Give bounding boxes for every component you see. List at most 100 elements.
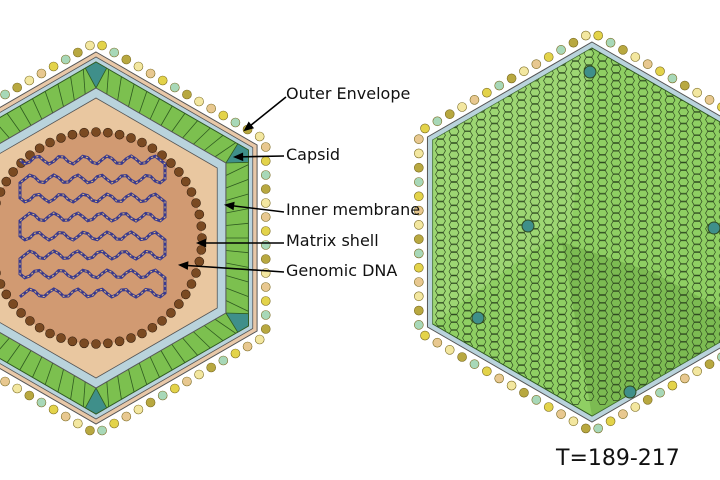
hexamer xyxy=(475,48,487,59)
hexamer xyxy=(516,169,527,179)
hexamer xyxy=(570,216,581,226)
hexamer xyxy=(462,302,473,312)
hexamer xyxy=(691,134,703,144)
hexamer xyxy=(489,122,500,133)
hexamer xyxy=(476,34,486,43)
hexamer xyxy=(691,290,703,300)
hexamer xyxy=(475,189,487,199)
hexamer xyxy=(705,387,716,398)
hexamer xyxy=(435,60,446,70)
hexamer xyxy=(556,79,568,90)
hexamer xyxy=(543,130,554,140)
hexamer xyxy=(583,118,595,129)
hexamer xyxy=(691,118,703,129)
pentamer xyxy=(623,385,637,399)
hexamer xyxy=(664,243,676,253)
hexamer xyxy=(516,247,527,257)
hexamer xyxy=(678,348,689,359)
hexamer xyxy=(395,221,405,230)
hexamer xyxy=(651,348,662,359)
capsomer-edge xyxy=(70,76,75,101)
capsomer-edge xyxy=(0,126,10,139)
glycoprotein xyxy=(618,45,628,55)
hexamer xyxy=(462,83,473,94)
hexamer xyxy=(691,64,703,74)
hexamer xyxy=(570,153,581,164)
capsomer-edge xyxy=(44,91,54,114)
hexamer xyxy=(637,266,649,277)
hexamer xyxy=(583,204,595,214)
matrix-bead xyxy=(34,143,45,154)
glycoprotein xyxy=(568,37,579,48)
hexamer xyxy=(529,150,541,160)
hexamer xyxy=(718,118,720,129)
hexamer xyxy=(664,329,676,339)
hexamer xyxy=(705,333,716,343)
hexamer xyxy=(462,286,473,296)
hexamer xyxy=(678,387,689,398)
hexamer xyxy=(597,114,608,125)
hexamer xyxy=(489,348,500,359)
hexamer xyxy=(435,224,446,234)
matrix-bead xyxy=(147,322,158,333)
hexamer xyxy=(475,235,487,246)
hexamer xyxy=(529,196,541,207)
glycoprotein xyxy=(667,73,678,84)
hexamer xyxy=(718,251,720,261)
hexamer xyxy=(448,243,460,253)
hexamer xyxy=(691,235,703,246)
hexamer xyxy=(543,364,554,374)
hexamer xyxy=(489,325,500,335)
hexamer xyxy=(610,274,622,285)
hexamer xyxy=(583,228,595,238)
hexamer xyxy=(435,200,446,211)
glycoprotein xyxy=(556,45,566,55)
hexamer xyxy=(475,48,487,51)
hexamer xyxy=(610,103,622,113)
glycoprotein xyxy=(0,89,10,100)
hexamer xyxy=(462,247,473,257)
hexamer xyxy=(610,204,622,214)
hexamer xyxy=(502,189,514,199)
hexamer xyxy=(395,299,405,308)
hexamer xyxy=(652,30,662,39)
hexamer xyxy=(529,103,541,113)
cross-section-virus xyxy=(0,40,271,436)
glycoprotein xyxy=(717,352,720,362)
hexamer xyxy=(706,37,716,46)
hexamer xyxy=(556,212,568,222)
hexamer xyxy=(570,333,581,343)
hexamer xyxy=(462,68,473,78)
hexamer xyxy=(489,52,500,62)
hexamer xyxy=(597,364,608,374)
glycoprotein xyxy=(85,425,95,436)
label-genomic-dna: Genomic DNA xyxy=(286,261,398,280)
hexamer xyxy=(705,146,716,156)
hexamer xyxy=(435,153,446,164)
hexamer xyxy=(544,30,554,39)
hexamer xyxy=(637,173,649,183)
hexamer xyxy=(409,45,419,54)
hexamer xyxy=(556,220,568,230)
hexamer xyxy=(543,192,554,203)
hexamer xyxy=(529,189,541,199)
hexamer xyxy=(624,224,635,234)
hexamer xyxy=(597,387,608,398)
glycoprotein xyxy=(618,409,628,419)
hexamer xyxy=(448,64,460,74)
hexamer xyxy=(570,317,581,327)
hexamer xyxy=(435,294,446,304)
matrix-bead xyxy=(45,137,55,148)
hexamer xyxy=(583,95,595,105)
matrix-bead xyxy=(166,308,176,318)
hexamer xyxy=(678,395,689,405)
hexamer xyxy=(610,157,622,168)
hexamer xyxy=(556,173,568,183)
hexamer xyxy=(556,64,568,74)
hexamer xyxy=(691,126,703,136)
glycoprotein xyxy=(254,131,265,142)
hexamer xyxy=(570,76,581,86)
hexamer xyxy=(475,72,487,82)
hexamer xyxy=(610,360,622,370)
hexamer xyxy=(678,333,689,343)
